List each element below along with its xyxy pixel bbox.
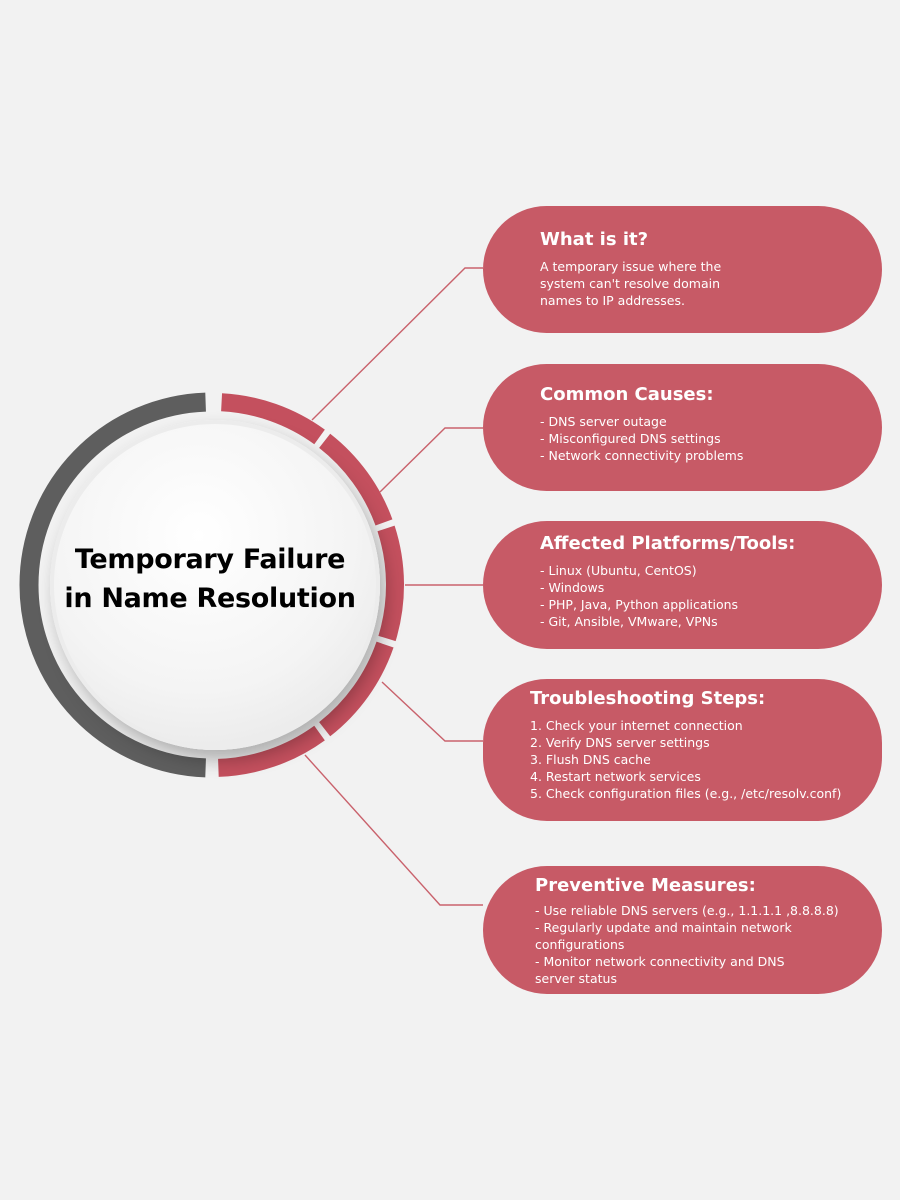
ring-red-segment-1: [220, 393, 325, 445]
section-line: 5. Check configuration files (e.g., /etc…: [530, 786, 842, 801]
connector-troubleshooting: [381, 681, 483, 742]
ring-red-segment-5: [217, 725, 325, 777]
ring-gray-segment: [19, 392, 206, 778]
section-line: - Regularly update and maintain network: [535, 920, 792, 935]
section-title: What is it?: [540, 229, 649, 250]
section-common-causes: Common Causes: - DNS server outage - Mis…: [483, 364, 882, 491]
section-line: - Windows: [540, 580, 605, 595]
section-line: 1. Check your internet connection: [530, 718, 743, 733]
section-line: A temporary issue where the: [540, 259, 722, 274]
section-title: Common Causes:: [540, 384, 714, 405]
section-line: - Monitor network connectivity and DNS: [535, 954, 785, 969]
section-what-is-it: What is it? A temporary issue where the …: [483, 206, 882, 333]
center-title: Temporary Failure in Name Resolution: [40, 540, 380, 618]
connector-preventive: [304, 754, 483, 906]
section-line: configurations: [535, 937, 625, 952]
section-line: - Linux (Ubuntu, CentOS): [540, 563, 697, 578]
section-title: Preventive Measures:: [535, 875, 756, 896]
connector-what-is-it: [311, 267, 483, 421]
section-troubleshooting-steps: Troubleshooting Steps: 1. Check your int…: [483, 679, 882, 821]
section-title: Affected Platforms/Tools:: [540, 533, 796, 554]
center-title-line-1: Temporary Failure: [74, 544, 346, 575]
ring-red-segment-2: [319, 433, 393, 526]
section-line: system can't resolve domain: [540, 276, 720, 291]
center-disc: [50, 420, 380, 750]
section-line: - Misconfigured DNS settings: [540, 431, 721, 446]
section-line: - DNS server outage: [540, 414, 667, 429]
section-line: - Use reliable DNS servers (e.g., 1.1.1.…: [535, 903, 839, 918]
section-line: 3. Flush DNS cache: [530, 752, 651, 767]
section-line: 4. Restart network services: [530, 769, 701, 784]
center-title-line-2: in Name Resolution: [64, 583, 356, 614]
outer-ring: [19, 392, 404, 778]
section-affected-platforms: Affected Platforms/Tools: - Linux (Ubunt…: [483, 521, 882, 649]
section-line: - PHP, Java, Python applications: [540, 597, 739, 612]
ring-red-segment-3: [377, 525, 404, 642]
section-title: Troubleshooting Steps:: [530, 688, 766, 709]
connector-lines: [304, 267, 483, 906]
section-preventive-measures: Preventive Measures: - Use reliable DNS …: [483, 866, 882, 994]
section-line: names to IP addresses.: [540, 293, 685, 308]
section-line: 2. Verify DNS server settings: [530, 735, 710, 750]
ring-red-segment-4: [319, 641, 394, 737]
connector-common-causes: [379, 427, 483, 493]
section-line: - Git, Ansible, VMware, VPNs: [540, 614, 718, 629]
section-line: server status: [535, 971, 617, 986]
section-line: - Network connectivity problems: [540, 448, 744, 463]
